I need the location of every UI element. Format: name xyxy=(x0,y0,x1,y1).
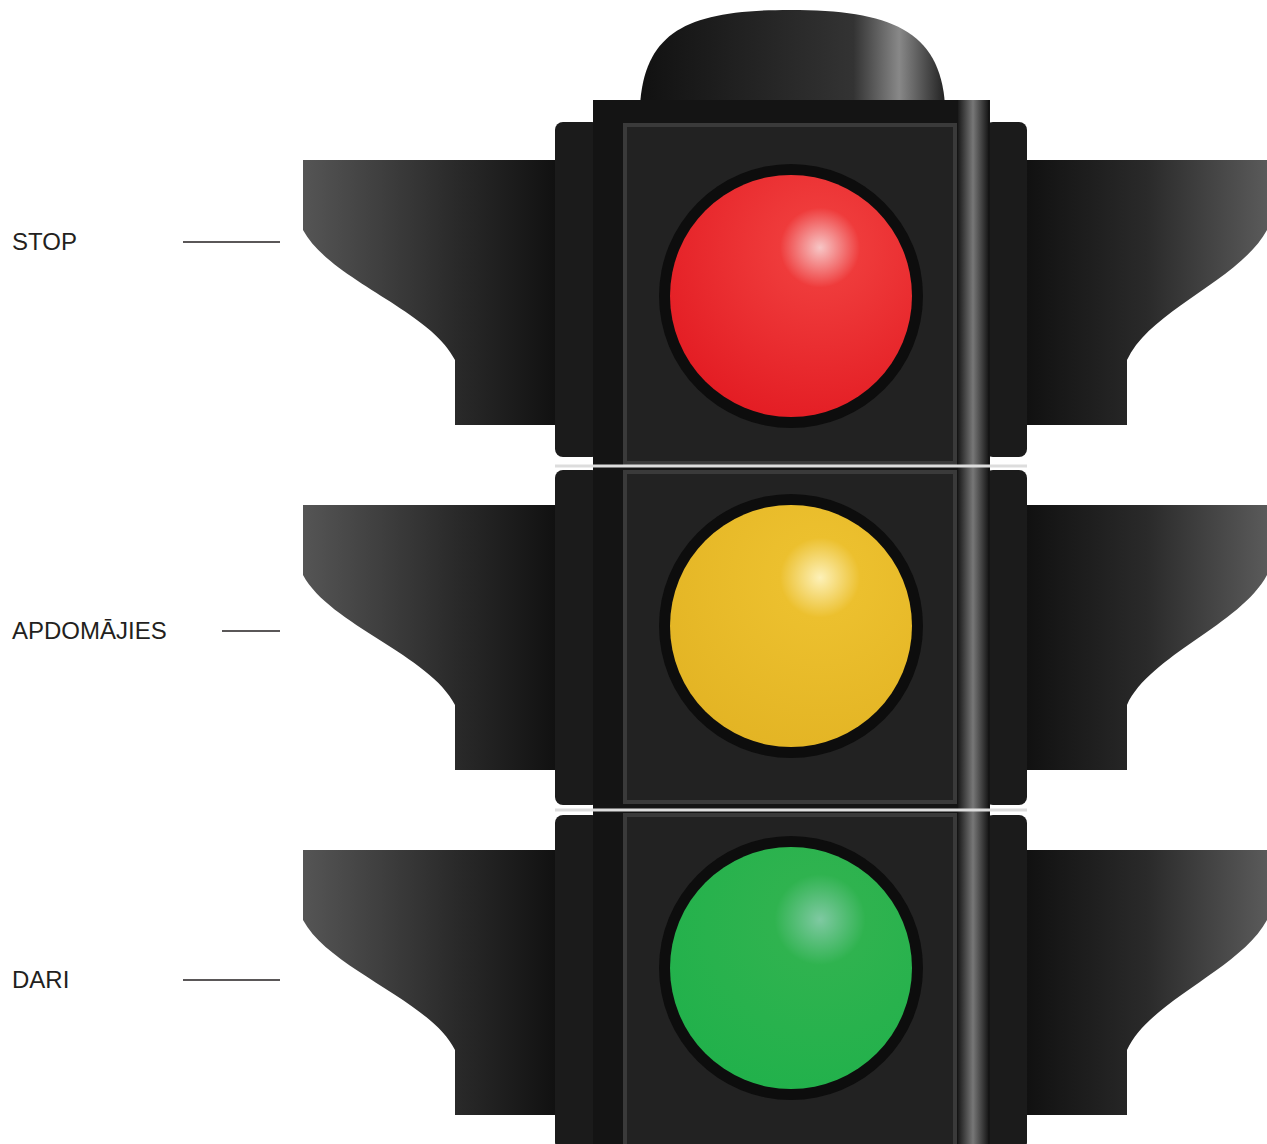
leader-line xyxy=(183,241,280,243)
light-label: STOP xyxy=(12,230,77,254)
leader-line xyxy=(183,979,280,981)
light-label: DARI xyxy=(12,968,69,992)
leader-line xyxy=(222,630,280,632)
light-label: APDOMĀJIES xyxy=(12,619,167,643)
